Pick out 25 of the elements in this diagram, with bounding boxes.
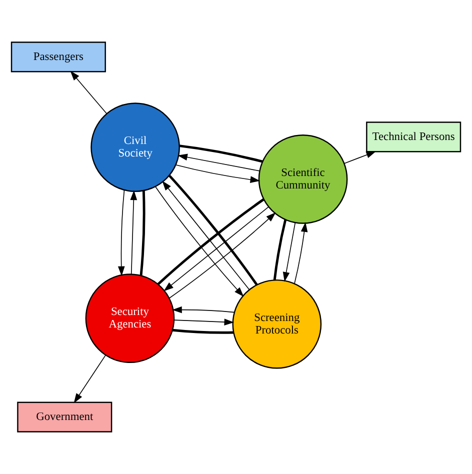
arrow: [70, 70, 108, 114]
arrow: [294, 222, 308, 284]
connector: [172, 328, 234, 334]
node-box: Technical Persons: [366, 122, 462, 152]
arrow: [118, 190, 125, 276]
arrow: [164, 206, 270, 292]
arrow: [74, 354, 106, 404]
arrow: [174, 318, 234, 326]
connector: [140, 190, 146, 276]
arrow: [155, 186, 244, 297]
node-box: Government: [17, 402, 112, 432]
arrow: [282, 222, 296, 282]
arrow: [130, 190, 138, 275]
arrow: [168, 212, 276, 299]
arrow: [172, 306, 235, 314]
connector: [168, 175, 258, 286]
arrow: [162, 180, 250, 290]
arrow: [175, 164, 260, 183]
connector: [179, 144, 263, 163]
node-circle: Screening Protocols: [232, 279, 322, 369]
node-box: Passengers: [10, 42, 106, 72]
arrow: [178, 154, 260, 172]
connector: [157, 198, 264, 286]
arrow: [344, 151, 376, 164]
connector: [273, 219, 287, 280]
